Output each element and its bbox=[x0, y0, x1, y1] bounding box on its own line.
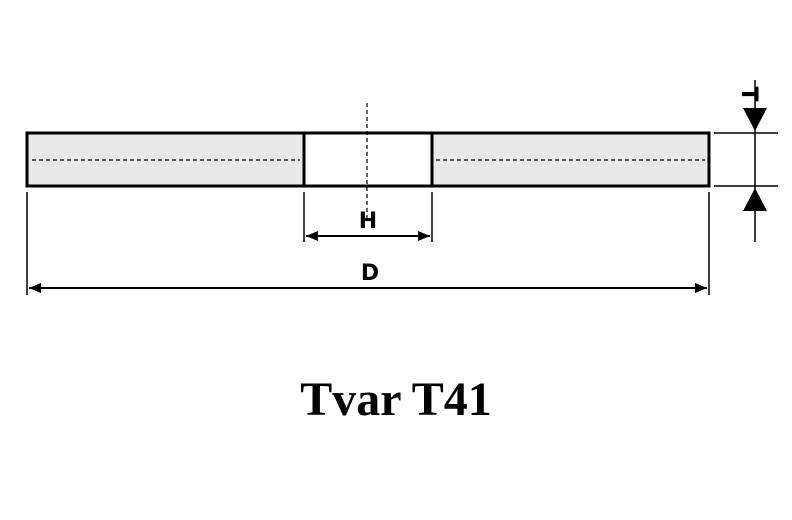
t-label: T bbox=[736, 86, 761, 101]
diagram-caption: Tvar T41 bbox=[300, 373, 492, 426]
t-arrow-bottom bbox=[743, 188, 767, 211]
d-label: D bbox=[361, 261, 379, 286]
wheel-bore bbox=[302, 131, 434, 188]
h-label: H bbox=[359, 209, 377, 234]
t-arrow-top bbox=[743, 108, 767, 131]
